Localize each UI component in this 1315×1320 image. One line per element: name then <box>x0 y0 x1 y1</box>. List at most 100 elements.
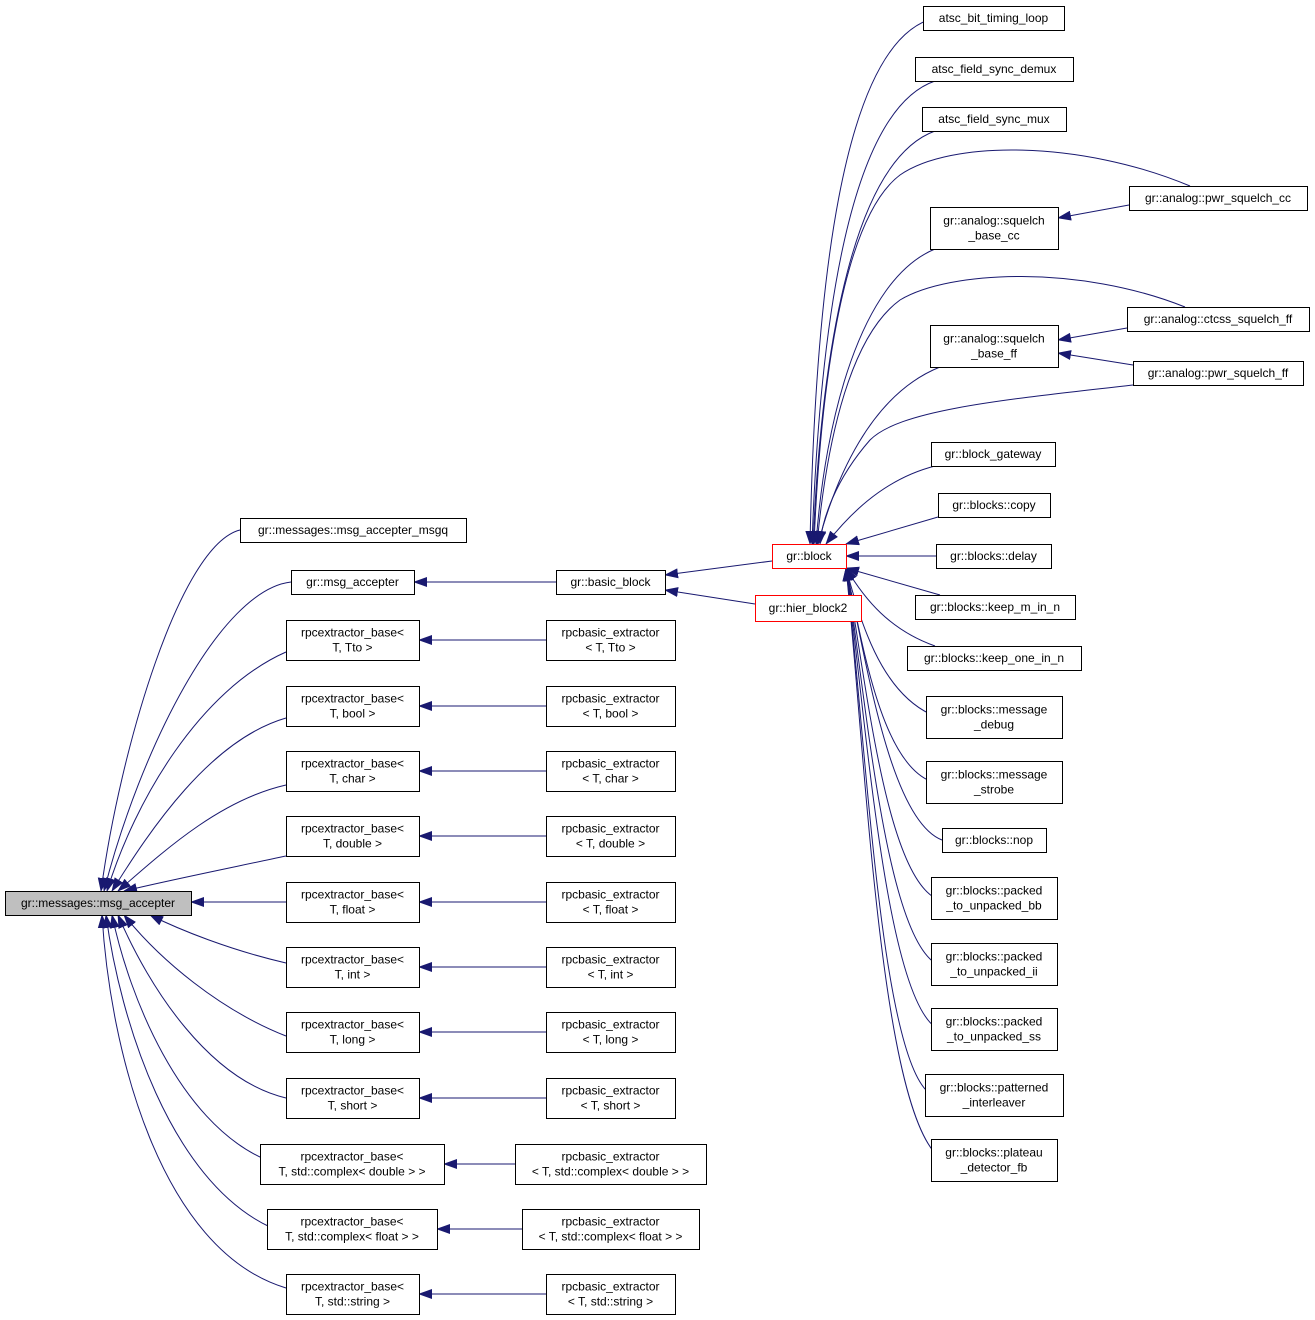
node-box <box>546 816 676 857</box>
node-packed-bb[interactable]: gr::blocks::packed_to_unpacked_bb <box>931 877 1058 920</box>
node-bext-double[interactable]: rpcbasic_extractor< T, double > <box>546 816 676 857</box>
node-box <box>286 947 420 988</box>
node-box <box>931 877 1058 920</box>
node-box <box>286 882 420 923</box>
node-bext-tto[interactable]: rpcbasic_extractor< T, Tto > <box>546 620 676 661</box>
node-ext-short[interactable]: rpcextractor_base<T, short > <box>286 1078 420 1119</box>
node-box <box>546 620 676 661</box>
node-squelch-base-cc[interactable]: gr::analog::squelch_base_cc <box>930 207 1059 250</box>
edge-ext_string-to-msg_accepter <box>97 914 287 1289</box>
node-label: rpcextractor_base< <box>301 692 404 706</box>
node-message-debug[interactable]: gr::blocks::message_debug <box>926 696 1063 739</box>
node-label: rpcbasic_extractor <box>561 1215 659 1229</box>
node-blocks-copy[interactable]: gr::blocks::copy <box>938 493 1051 518</box>
edge-atsc_field_sync_demux-to-block <box>807 80 936 545</box>
edge-pwr_squelch_ff-to-block <box>816 384 1134 545</box>
node-label: rpcbasic_extractor <box>561 692 659 706</box>
node-block-gateway[interactable]: gr::block_gateway <box>931 442 1056 467</box>
node-squelch-base-ff[interactable]: gr::analog::squelch_base_ff <box>930 325 1059 368</box>
node-box <box>925 1074 1064 1117</box>
node-box <box>286 1274 420 1315</box>
node-atsc-bit-timing-loop[interactable]: atsc_bit_timing_loop <box>923 6 1065 31</box>
node-ext-string[interactable]: rpcextractor_base<T, std::string > <box>286 1274 420 1315</box>
edge-blocks_copy-to-block <box>845 516 939 546</box>
node-box <box>515 1144 707 1185</box>
node-bext-short[interactable]: rpcbasic_extractor< T, short > <box>546 1078 676 1119</box>
node-label: rpcextractor_base< <box>301 822 404 836</box>
node-keep-one-in-n[interactable]: gr::blocks::keep_one_in_n <box>907 646 1082 671</box>
node-ext-tto[interactable]: rpcextractor_base<T, Tto > <box>286 620 420 661</box>
node-label: gr::blocks::packed <box>946 1015 1043 1029</box>
node-label: < T, std::complex< double > > <box>532 1165 689 1179</box>
node-ext-char[interactable]: rpcextractor_base<T, char > <box>286 751 420 792</box>
node-bext-cfloat[interactable]: rpcbasic_extractor< T, std::complex< flo… <box>522 1209 700 1250</box>
node-blocks-nop[interactable]: gr::blocks::nop <box>942 828 1047 853</box>
node-pwr-squelch-cc[interactable]: gr::analog::pwr_squelch_cc <box>1129 186 1308 211</box>
node-ext-cfloat[interactable]: rpcextractor_base<T, std::complex< float… <box>267 1209 438 1250</box>
node-bext-bool[interactable]: rpcbasic_extractor< T, bool > <box>546 686 676 727</box>
node-keep-m-in-n[interactable]: gr::blocks::keep_m_in_n <box>915 595 1076 620</box>
edge-squelch_base_ff-to-block <box>816 366 941 545</box>
node-box <box>286 620 420 661</box>
node-blocks-delay[interactable]: gr::blocks::delay <box>936 544 1052 569</box>
node-plateau-detector-fb[interactable]: gr::blocks::plateau_detector_fb <box>931 1139 1058 1182</box>
node-label: T, std::complex< float > > <box>285 1230 419 1244</box>
edge-ext_double-to-msg_accepter <box>123 855 287 893</box>
node-label: gr::blocks::nop <box>955 833 1033 847</box>
node-ext-bool[interactable]: rpcextractor_base<T, bool > <box>286 686 420 727</box>
edge-ext_tto-to-msg_accepter <box>106 651 287 892</box>
node-atsc-field-sync-demux[interactable]: atsc_field_sync_demux <box>915 57 1074 82</box>
node-label: < T, short > <box>581 1099 641 1113</box>
node-bext-string[interactable]: rpcbasic_extractor< T, std::string > <box>546 1274 676 1315</box>
edge-plateau_detector_fb-to-block <box>842 567 941 1159</box>
node-box <box>546 751 676 792</box>
node-packed-ss[interactable]: gr::blocks::packed_to_unpacked_ss <box>931 1008 1058 1051</box>
edge-msg_accepter_msgq-to-msg_accepter <box>97 529 241 892</box>
node-msg-accepter-msgq[interactable]: gr::messages::msg_accepter_msgq <box>240 518 467 543</box>
node-bext-char[interactable]: rpcbasic_extractor< T, char > <box>546 751 676 792</box>
node-box <box>546 1012 676 1053</box>
node-label: < T, double > <box>576 837 645 851</box>
node-label: gr::messages::msg_accepter_msgq <box>258 523 448 537</box>
node-box <box>546 1078 676 1119</box>
node-box <box>286 1012 420 1053</box>
node-ext-long[interactable]: rpcextractor_base<T, long > <box>286 1012 420 1053</box>
edge-block-to-basic_block <box>664 560 773 579</box>
node-basic-block[interactable]: gr::basic_block <box>556 570 666 595</box>
node-label: T, std::string > <box>315 1295 390 1309</box>
node-bext-float[interactable]: rpcbasic_extractor< T, float > <box>546 882 676 923</box>
node-patterned-interleaver[interactable]: gr::blocks::patterned_interleaver <box>925 1074 1064 1117</box>
node-ext-double[interactable]: rpcextractor_base<T, double > <box>286 816 420 857</box>
node-block[interactable]: gr::block <box>772 544 847 569</box>
node-message-strobe[interactable]: gr::blocks::message_strobe <box>926 761 1063 804</box>
node-bext-int[interactable]: rpcbasic_extractor< T, int > <box>546 947 676 988</box>
node-label: rpcextractor_base< <box>301 626 404 640</box>
node-ext-float[interactable]: rpcextractor_base<T, float > <box>286 882 420 923</box>
node-bext-cdouble[interactable]: rpcbasic_extractor< T, std::complex< dou… <box>515 1144 707 1185</box>
node-box <box>1127 307 1310 332</box>
node-label: rpcbasic_extractor <box>561 888 659 902</box>
edge-atsc_field_sync_mux-to-block <box>808 130 936 545</box>
node-label: < T, std::complex< float > > <box>539 1230 683 1244</box>
node-label: rpcbasic_extractor <box>561 1280 659 1294</box>
edge-ctcss_squelch_ff-to-block <box>813 276 1186 545</box>
node-ext-cdouble[interactable]: rpcextractor_base<T, std::complex< doubl… <box>260 1144 445 1185</box>
node-packed-ii[interactable]: gr::blocks::packed_to_unpacked_ii <box>931 943 1058 986</box>
node-label: T, Tto > <box>332 641 372 655</box>
node-label: rpcbasic_extractor <box>561 626 659 640</box>
node-label: atsc_field_sync_mux <box>938 112 1049 126</box>
node-pwr-squelch-ff[interactable]: gr::analog::pwr_squelch_ff <box>1133 361 1304 386</box>
node-hier-block2[interactable]: gr::hier_block2 <box>755 595 862 622</box>
edge-ext_long-to-msg_accepter <box>123 914 287 1037</box>
node-atsc-field-sync-mux[interactable]: atsc_field_sync_mux <box>922 107 1067 132</box>
edge-gr_msg_accepter-to-msg_accepter <box>102 581 292 892</box>
node-label: T, int > <box>335 968 371 982</box>
edge-ext_bool-to-msg_accepter <box>111 717 287 892</box>
node-bext-long[interactable]: rpcbasic_extractor< T, long > <box>546 1012 676 1053</box>
node-gr-msg-accepter[interactable]: gr::msg_accepter <box>291 570 415 595</box>
node-ext-int[interactable]: rpcextractor_base<T, int > <box>286 947 420 988</box>
node-ctcss-squelch-ff[interactable]: gr::analog::ctcss_squelch_ff <box>1127 307 1310 332</box>
edge-ext_short-to-msg_accepter <box>117 914 287 1099</box>
edge-ext_cfloat-to-msg_accepter <box>102 914 271 1228</box>
node-msg-accepter[interactable]: gr::messages::msg_accepter <box>5 891 192 916</box>
